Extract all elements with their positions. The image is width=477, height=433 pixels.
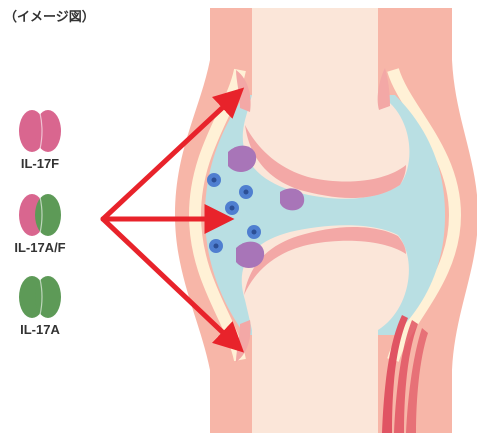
synovial-cell bbox=[280, 188, 304, 210]
